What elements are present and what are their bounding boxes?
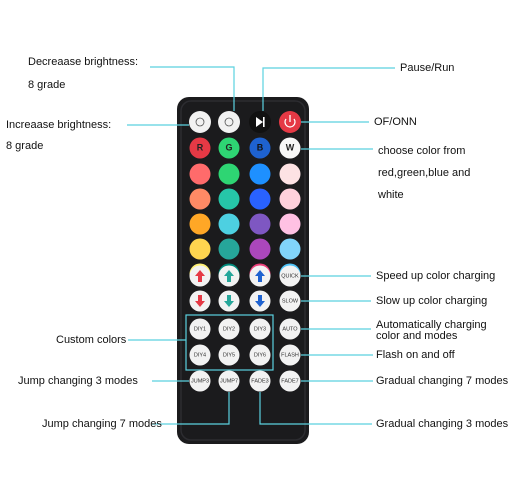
label-choose-color-3: white <box>378 189 404 201</box>
power-icon <box>284 118 296 128</box>
remote-body-bevel <box>180 100 306 441</box>
label-auto-1: Automatically charging <box>376 319 487 331</box>
sun-icon <box>224 117 234 127</box>
diy3-button[interactable]: DIY3 <box>249 318 271 340</box>
power-button[interactable] <box>279 111 301 133</box>
diy4-button[interactable]: DIY4 <box>189 344 211 366</box>
label-gradual-3: Gradual changing 3 modes <box>376 418 508 430</box>
label-jump-3: Jump changing 3 modes <box>18 375 138 387</box>
red-letter: R <box>197 142 204 152</box>
arrow-up-icon <box>195 270 205 282</box>
arrow-up-icon <box>224 270 234 282</box>
label-increase-grade: 8 grade <box>6 140 44 152</box>
label-decrease-brightness: Decreaase brightness: <box>28 56 139 68</box>
label-auto-2: color and modes <box>376 330 458 342</box>
pause-run-button[interactable] <box>249 111 271 133</box>
fade7-label: FADE7 <box>281 378 298 384</box>
leader-pause-run <box>262 67 395 111</box>
red-button[interactable]: R <box>189 137 211 159</box>
arrow-down-icon <box>224 295 234 307</box>
arrow-down-icon <box>255 295 265 307</box>
diy2-label: DIY2 <box>223 326 235 332</box>
color-button-r3-c3[interactable] <box>249 213 271 235</box>
diy4-label: DIY4 <box>194 352 206 358</box>
fade3-button[interactable]: FADE3 <box>249 370 271 392</box>
color-button-r4-c2[interactable] <box>218 238 240 260</box>
blue-up-button[interactable] <box>249 265 271 287</box>
blue-down-button[interactable] <box>249 290 271 312</box>
red-up-button[interactable] <box>189 265 211 287</box>
label-decrease-grade: 8 grade <box>28 79 66 91</box>
label-choose-color-2: red,green,blue and <box>378 167 471 179</box>
label-flash: Flash on and off <box>376 349 455 361</box>
jump7-button[interactable]: JUMP7 <box>218 370 240 392</box>
diy3-label: DIY3 <box>254 326 266 332</box>
diy1-button[interactable]: DIY1 <box>189 318 211 340</box>
leader-lines <box>127 66 395 425</box>
color-button-r4-c3[interactable] <box>249 238 271 260</box>
color-button-r4-c1[interactable] <box>189 238 211 260</box>
green-button[interactable]: G <box>218 137 240 159</box>
jump3-button[interactable]: JUMP3 <box>189 370 211 392</box>
green-letter: G <box>225 142 232 152</box>
label-pause-run: Pause/Run <box>400 62 455 74</box>
auto-label: AUTO <box>282 326 298 332</box>
color-button-r1-c3[interactable] <box>249 163 271 185</box>
color-button-r1-c1[interactable] <box>189 163 211 185</box>
label-on-off: OF/ONN <box>374 116 417 128</box>
custom-colors-highlight <box>185 314 274 371</box>
brightness-down-button[interactable] <box>189 111 211 133</box>
color-button-r3-c2[interactable] <box>218 213 240 235</box>
slow-button[interactable]: SLOW <box>279 290 301 312</box>
blue-button[interactable]: B <box>249 137 271 159</box>
jump3-label: JUMP3 <box>191 378 209 384</box>
label-gradual-7: Gradual changing 7 modes <box>376 375 508 387</box>
green-down-button[interactable] <box>218 290 240 312</box>
color-button-r2-c3[interactable] <box>249 188 271 210</box>
leader-gradual-3 <box>259 392 372 425</box>
auto-button[interactable]: AUTO <box>279 318 301 340</box>
color-button-r2-c4[interactable] <box>279 188 301 210</box>
arrow-down-icon <box>195 295 205 307</box>
diy5-button[interactable]: DIY5 <box>218 344 240 366</box>
color-button-r1-c2[interactable] <box>218 163 240 185</box>
label-choose-color-1: choose color from <box>378 145 466 157</box>
diy2-button[interactable]: DIY2 <box>218 318 240 340</box>
color-button-r4-c4[interactable] <box>279 238 301 260</box>
quick-label: QUICK <box>281 273 299 279</box>
sun-icon <box>195 117 205 127</box>
blue-letter: B <box>257 142 264 152</box>
label-jump-7: Jump changing 7 modes <box>42 418 162 430</box>
arrow-up-icon <box>255 270 265 282</box>
color-button-r3-c1[interactable] <box>189 213 211 235</box>
diy1-label: DIY1 <box>194 326 206 332</box>
fade3-label: FADE3 <box>251 378 268 384</box>
diy5-label: DIY5 <box>223 352 235 358</box>
label-speed-up: Speed up color charging <box>376 270 496 282</box>
white-button[interactable]: W <box>279 137 301 159</box>
leader-jump-7 <box>152 392 230 425</box>
color-button-r1-c4[interactable] <box>279 163 301 185</box>
red-down-button[interactable] <box>189 290 211 312</box>
brightness-up-button[interactable] <box>218 111 240 133</box>
green-up-button[interactable] <box>218 265 240 287</box>
label-custom-colors: Custom colors <box>56 334 127 346</box>
slow-label: SLOW <box>282 298 299 304</box>
leader-decrease-brightness <box>150 66 235 111</box>
fade7-button[interactable]: FADE7 <box>279 370 301 392</box>
flash-button[interactable]: FLASH <box>279 344 301 366</box>
diy6-label: DIY6 <box>254 352 266 358</box>
color-button-r2-c1[interactable] <box>189 188 211 210</box>
diy6-button[interactable]: DIY6 <box>249 344 271 366</box>
flash-label: FLASH <box>281 352 299 358</box>
label-slow-up: Slow up color charging <box>376 295 488 307</box>
jump7-label: JUMP7 <box>220 378 238 384</box>
color-button-r3-c4[interactable] <box>279 213 301 235</box>
quick-button[interactable]: QUICK <box>279 265 301 287</box>
label-increase-brightness: Increaase brightness: <box>6 119 112 131</box>
play-pause-icon <box>256 117 263 127</box>
color-button-r2-c2[interactable] <box>218 188 240 210</box>
white-letter: W <box>286 142 295 152</box>
